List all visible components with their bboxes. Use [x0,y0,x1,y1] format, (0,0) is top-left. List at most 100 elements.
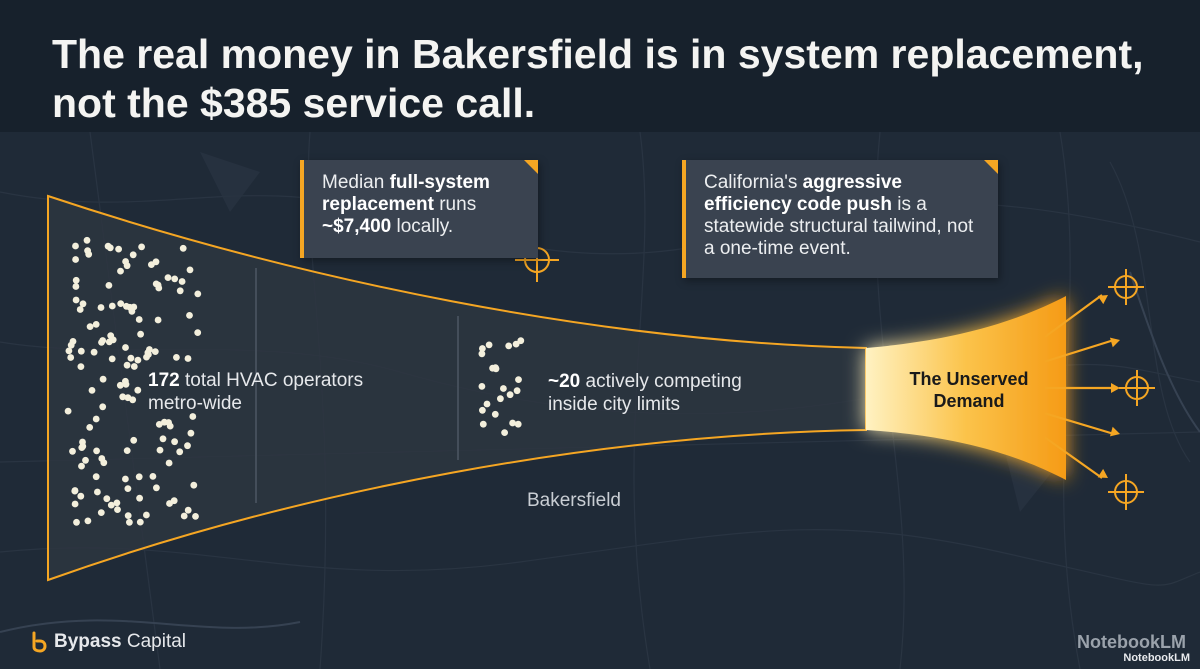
operator-dot [137,330,145,338]
operator-dot [135,316,143,323]
metro-operators-label: 172 total HVAC operators metro-wide [148,369,368,415]
operator-dot [97,509,105,516]
operator-dot [114,506,121,513]
company-name-rest: Capital [121,631,187,652]
operator-dot [79,300,87,308]
operator-dot [156,446,164,454]
arrow-icon [1044,294,1103,338]
operator-dot [67,354,75,361]
operator-dot [492,364,499,371]
operator-dot [186,266,194,274]
callout-text: runs [433,194,477,215]
operator-dot [117,300,125,307]
notebooklm-watermark: NotebookLM [1077,632,1186,652]
callout-text: California's [704,172,803,193]
operator-dot [513,387,521,395]
operator-dot [176,448,184,456]
operator-dot [192,513,199,520]
metro-operators-text: total HVAC operators metro-wide [148,370,364,414]
operator-dot [125,518,133,526]
notebooklm-small-watermark: NotebookLM [1123,652,1190,664]
callout-highlight: aggressive efficiency code push [704,172,902,215]
operator-dot [127,354,135,362]
operator-dot [151,348,159,355]
operator-dot [148,261,155,268]
operator-dot [479,406,486,414]
operator-dot [78,462,85,470]
operator-dot [92,473,100,481]
operator-dot [173,354,180,361]
operator-dot [99,337,107,344]
brand-logo-block: Bypass Capital [30,631,186,653]
operator-dot [108,302,116,310]
callout-replacement-cost: Median full-system replacement runs ~$7,… [300,160,538,258]
operator-dot [190,481,198,489]
operator-dot [184,355,192,362]
operator-dot [124,394,132,402]
operator-dot [501,429,508,436]
callout-corner-accent [524,160,538,174]
operator-dot [154,316,162,324]
operator-dot [64,407,72,415]
callout-text: is a statewide structural tailwind, not … [704,194,974,259]
operator-dot [88,387,96,394]
operator-dot [92,321,100,328]
company-name-bold: Bypass [54,631,122,652]
operator-dot [509,419,516,427]
arrow-head-icon [1097,295,1108,305]
operator-dot [123,361,131,369]
arrow-head-icon [1109,337,1120,348]
operator-dot [478,350,486,358]
operator-dot [138,243,146,251]
operator-dot [497,395,504,403]
arrow-head-icon [1111,383,1120,393]
crosshair-icon [1108,474,1144,510]
operator-dot [176,287,184,295]
operator-dot [505,342,513,350]
callout-policy-tailwind: California's aggressive efficiency code … [682,160,998,278]
crosshair-icon [1119,370,1155,406]
operator-dot [99,375,107,383]
operator-dot [86,424,94,431]
company-name: Bypass Capital [54,631,186,653]
operator-dot [506,391,514,399]
operator-dot [108,355,116,363]
operator-dot [159,435,167,443]
operator-dot [189,413,197,420]
operator-dot [128,308,136,315]
operator-dot [143,511,150,519]
operator-dot [79,438,86,446]
operator-dot [129,251,137,259]
operator-dot [155,284,163,292]
city-operator-dots [478,337,525,436]
operator-dot [67,341,75,349]
operator-dot [82,456,89,464]
operator-dot [123,447,131,454]
operator-dot [72,256,79,263]
operator-dot [84,517,92,525]
operator-dot [71,487,79,495]
unserved-demand-label: The Unserved Demand [909,369,1029,411]
callout-text: locally. [391,216,454,237]
operator-dot [73,518,80,526]
operator-dot [99,403,107,411]
operator-dot [72,242,79,250]
operator-dot [165,459,173,467]
operator-dot [86,323,94,330]
operator-dot [105,282,113,289]
operator-dot [72,276,80,284]
operator-dot [77,363,85,370]
operator-dot [69,447,76,455]
operator-dot [107,332,115,339]
metro-operator-dots [64,236,202,526]
bypass-logo-icon [32,631,47,653]
operator-dot [135,473,143,481]
operator-dot [146,346,153,353]
operator-dot [124,512,132,519]
operator-dot [485,341,493,349]
operator-dot [77,347,85,355]
operator-dot [122,344,129,351]
arrow-icon [1044,412,1115,436]
operator-dot [65,347,73,355]
